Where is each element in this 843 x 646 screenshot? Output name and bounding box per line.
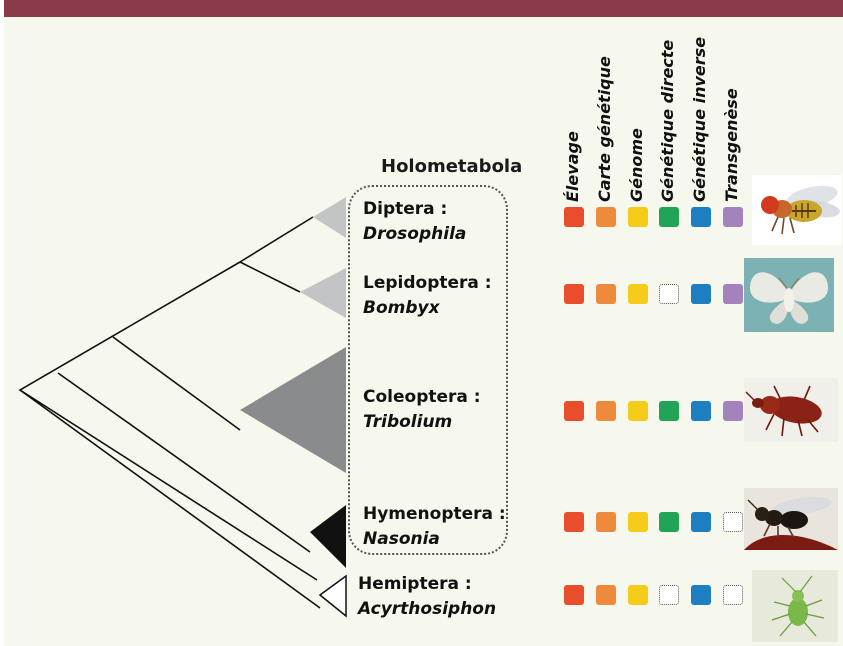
holometabola-dotted-box bbox=[348, 185, 508, 555]
photo-acyrthosiphon bbox=[752, 570, 838, 642]
tool-square-bombyx-genetique-inverse bbox=[691, 284, 711, 304]
silk-moth-image bbox=[744, 258, 834, 332]
genus-name: Acyrthosiphon bbox=[358, 599, 497, 619]
group-label-holometabola: Holometabola bbox=[381, 156, 523, 177]
parasitoid-wasp-image bbox=[744, 497, 838, 550]
column-header-genetique-directe: Génétique directe bbox=[658, 39, 677, 202]
order-name: Hemiptera : bbox=[358, 574, 472, 594]
figure-panel bbox=[4, 17, 843, 646]
tool-square-drosophila-genome bbox=[628, 207, 648, 227]
tool-square-bombyx-transgenese bbox=[723, 284, 743, 304]
tool-square-acyrthosiphon-genetique-inverse bbox=[691, 585, 711, 605]
column-header-genetique-inverse: Génétique inverse bbox=[690, 36, 709, 202]
tool-square-drosophila-transgenese bbox=[723, 207, 743, 227]
taxon-label-hymenoptera: Hymenoptera : Nasonia bbox=[363, 502, 506, 552]
column-header-genome: Génome bbox=[627, 128, 646, 202]
genus-name: Drosophila bbox=[363, 224, 467, 244]
tool-square-nasonia-genetique-inverse bbox=[691, 512, 711, 532]
pea-aphid-image bbox=[771, 575, 825, 637]
photo-tribolium bbox=[744, 378, 838, 442]
column-header-elevage: Élevage bbox=[563, 131, 582, 202]
top-bar bbox=[4, 0, 843, 17]
clade-lepidoptera bbox=[300, 268, 346, 318]
tool-square-tribolium-genome bbox=[628, 401, 648, 421]
tool-square-bombyx-genome bbox=[628, 284, 648, 304]
tool-square-nasonia-genome bbox=[628, 512, 648, 532]
tool-square-nasonia-genetique-directe bbox=[659, 512, 679, 532]
tool-square-acyrthosiphon-carte-genetique bbox=[596, 585, 616, 605]
fruit-fly-image bbox=[761, 185, 840, 235]
order-name: Diptera : bbox=[363, 199, 448, 219]
tool-square-tribolium-genetique-inverse bbox=[691, 401, 711, 421]
tool-square-tribolium-carte-genetique bbox=[596, 401, 616, 421]
tool-square-acyrthosiphon-genome bbox=[628, 585, 648, 605]
branch-coleoptera-junction bbox=[112, 336, 241, 431]
column-header-carte-genetique: Carte génétique bbox=[595, 56, 614, 202]
clade-hemiptera bbox=[318, 574, 347, 618]
tool-square-drosophila-elevage bbox=[564, 207, 584, 227]
tool-square-bombyx-elevage bbox=[564, 284, 584, 304]
order-name: Coleoptera : bbox=[363, 387, 481, 407]
branch-hymenoptera-junction bbox=[57, 372, 311, 553]
tool-square-drosophila-genetique-directe bbox=[659, 207, 679, 227]
branch-diptera bbox=[239, 216, 314, 263]
tool-square-nasonia-carte-genetique bbox=[596, 512, 616, 532]
flour-beetle-image bbox=[745, 385, 822, 437]
branch-hemiptera bbox=[19, 389, 321, 609]
tool-square-nasonia-transgenese bbox=[723, 512, 743, 532]
clade-hymenoptera bbox=[310, 505, 346, 568]
column-header-transgenese: Transgenèse bbox=[722, 88, 741, 202]
branch-lepidoptera bbox=[239, 261, 301, 293]
order-name: Hymenoptera : bbox=[363, 504, 506, 524]
clade-coleoptera bbox=[240, 347, 346, 473]
tool-square-tribolium-elevage bbox=[564, 401, 584, 421]
tool-square-acyrthosiphon-genetique-directe bbox=[659, 585, 679, 605]
taxon-label-coleoptera: Coleoptera : Tribolium bbox=[363, 385, 481, 435]
tool-square-tribolium-transgenese bbox=[723, 401, 743, 421]
tool-square-acyrthosiphon-transgenese bbox=[723, 585, 743, 605]
tool-square-acyrthosiphon-elevage bbox=[564, 585, 584, 605]
order-name: Lepidoptera : bbox=[363, 273, 492, 293]
tool-square-tribolium-genetique-directe bbox=[659, 401, 679, 421]
tool-square-drosophila-genetique-inverse bbox=[691, 207, 711, 227]
tool-square-bombyx-genetique-directe bbox=[659, 284, 679, 304]
taxon-label-lepidoptera: Lepidoptera : Bombyx bbox=[363, 271, 492, 321]
clade-diptera bbox=[313, 197, 346, 238]
photo-bombyx bbox=[744, 258, 834, 332]
taxon-label-diptera: Diptera : Drosophila bbox=[363, 197, 466, 247]
genus-name: Nasonia bbox=[363, 529, 440, 549]
photo-nasonia bbox=[744, 488, 838, 550]
genus-name: Bombyx bbox=[363, 298, 440, 318]
genus-name: Tribolium bbox=[363, 412, 453, 432]
photo-drosophila bbox=[752, 175, 842, 245]
tool-square-bombyx-carte-genetique bbox=[596, 284, 616, 304]
tool-square-nasonia-elevage bbox=[564, 512, 584, 532]
tool-square-drosophila-carte-genetique bbox=[596, 207, 616, 227]
taxon-label-hemiptera: Hemiptera : Acyrthosiphon bbox=[358, 572, 496, 622]
